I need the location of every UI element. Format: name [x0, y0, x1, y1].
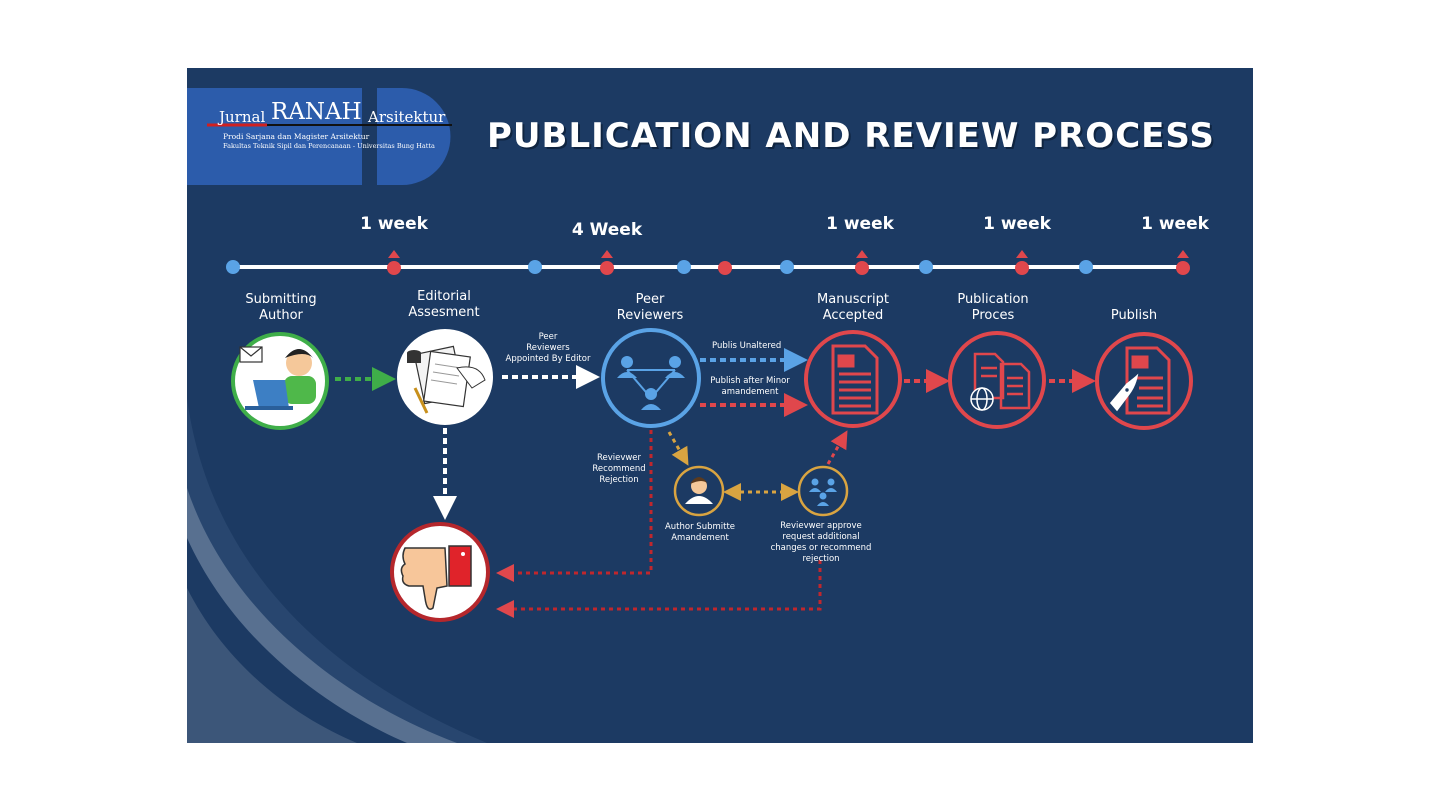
reviewer-approve-node: [797, 465, 849, 517]
stage-label-publish: Publish: [1110, 308, 1158, 323]
stage-label-publication: Publication Proces: [957, 292, 1029, 323]
publication-process-node: [948, 331, 1046, 429]
peer-reviewers-node: [601, 328, 701, 428]
note-reviewer-rejection: Revievwer Recommend Rejection: [592, 453, 646, 485]
stage-label-editorial: Editorial Assesment: [408, 289, 480, 320]
submitting-author-node: [231, 332, 329, 430]
timeline-milestones: [387, 250, 1190, 275]
timeline-dot: [226, 260, 240, 274]
editorial-papers-icon: [407, 345, 486, 414]
timeline-dot: [677, 260, 691, 274]
logo-word-jurnal: Jurnal: [219, 108, 266, 126]
note-reviewer-approve: Revievwer approve request additional cha…: [770, 521, 872, 564]
rejection-node: [390, 522, 490, 622]
author-laptop-icon: [239, 346, 316, 410]
logo-subtitle-2: Fakultas Teknik Sipil dan Perencanaan - …: [223, 142, 435, 150]
document-icon: [831, 344, 879, 415]
reviewers-network-icon: [617, 356, 685, 410]
publish-node: [1095, 332, 1193, 430]
stage-label-submitting: Submitting Author: [245, 292, 317, 323]
note-appointed-by-editor: Peer Reviewers Appointed By Editor: [505, 332, 591, 364]
timeline-dot: [1079, 260, 1093, 274]
duration-label: 1 week: [826, 214, 894, 234]
group-icon: [809, 478, 837, 506]
manuscript-accepted-node: [804, 330, 902, 428]
page-title: PUBLICATION AND REVIEW PROCESS: [487, 116, 1215, 156]
note-author-amendment: Author Submitte Amandement: [664, 522, 736, 543]
logo-word-ranah: RANAH: [271, 99, 362, 125]
journal-logo: Jurnal RANAH Arsitektur Prodi Sarjana da…: [187, 88, 452, 185]
arrow-approve-to-rejection: [496, 560, 822, 618]
editorial-node: [397, 329, 493, 425]
process-diagram: [226, 250, 1193, 622]
arrow-peer-to-author: [667, 431, 689, 466]
duration-label: 1 week: [983, 214, 1051, 234]
duration-label: 4 Week: [571, 220, 643, 240]
note-publish-minor-amendment: Publish after Minor amandement: [710, 376, 790, 397]
timeline-dot: [780, 260, 794, 274]
timeline-dot: [919, 260, 933, 274]
document-rocket-icon: [1125, 346, 1171, 415]
duration-label: 1 week: [360, 214, 428, 234]
duration-label: 1 week: [1141, 214, 1209, 234]
thumbs-down-icon: [400, 545, 472, 610]
person-icon: [685, 477, 713, 504]
arrow-peer-to-rejection: [496, 430, 653, 582]
timeline-dot: [718, 261, 732, 275]
note-publish-unaltered: Publis Unaltered: [712, 341, 782, 351]
timeline: [226, 250, 1190, 275]
background-swoosh: [187, 398, 487, 743]
logo-subtitle-1: Prodi Sarjana dan Magister Arsitektur: [223, 132, 370, 141]
author-amend-node: [673, 465, 725, 517]
stage-label-accepted: Manuscript Accepted: [817, 292, 889, 323]
stage-label-peer: Peer Reviewers: [616, 292, 684, 323]
infographic-card: Jurnal RANAH Arsitektur Prodi Sarjana da…: [187, 68, 1253, 743]
arrow-approve-to-accepted: [826, 430, 848, 465]
logo-word-arsitektur: Arsitektur: [368, 108, 446, 126]
timeline-dot: [528, 260, 542, 274]
